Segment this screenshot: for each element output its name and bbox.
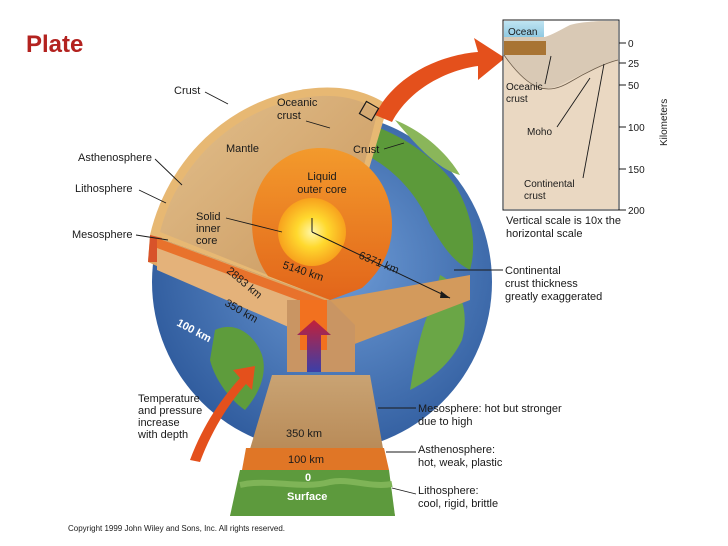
- leader-line: [556, 77, 591, 128]
- mantle-cut-face: [330, 275, 470, 345]
- depth-wedge: [230, 375, 395, 516]
- tick-label: 50: [628, 81, 640, 92]
- tick-label: 150: [628, 165, 645, 176]
- continent-shape: [210, 326, 264, 410]
- crust-inset: 0 25 50 100 150 200 Kilometers Ocean Oce…: [502, 19, 670, 240]
- mesosphere-face: [157, 238, 330, 345]
- leader-line: [544, 55, 552, 85]
- inset-moho-label: Moho: [527, 127, 552, 138]
- tick-label: 25: [628, 59, 640, 70]
- convection-arrow: [297, 320, 331, 372]
- inset-ocean: [504, 21, 544, 37]
- crust-label: Crust: [174, 85, 200, 97]
- globe: [148, 87, 492, 452]
- inset-moho-line: [503, 54, 619, 90]
- zoom-arrow: [375, 38, 505, 122]
- wedge-0-label: 0: [305, 472, 311, 484]
- asthenosphere-face: [157, 238, 330, 312]
- wedge-terrain: [239, 478, 393, 488]
- leader-line: [138, 189, 167, 204]
- lithosphere-label: Lithosphere: [75, 183, 133, 195]
- inset-oceanic-crust: [504, 41, 546, 55]
- wedge-100-label: 100 km: [288, 454, 324, 466]
- mesosphere-label: Mesosphere: [72, 229, 133, 241]
- wedge-surface-label: Surface: [287, 491, 327, 503]
- lithosphere-desc-label: Lithosphere:cool, rigid, brittle: [418, 485, 498, 510]
- wedge-asthenosphere: [242, 448, 389, 470]
- leader-line: [582, 63, 605, 179]
- asthenosphere-label: Asthenosphere: [78, 152, 152, 164]
- zoom-box: [358, 100, 380, 122]
- inset-ocean-label: Ocean: [508, 27, 537, 38]
- inset-continental-crust: [504, 21, 618, 89]
- tick-label: 200: [628, 206, 645, 217]
- leader-line: [225, 217, 283, 233]
- copyright-notice: Copyright 1999 John Wiley and Sons, Inc.…: [68, 524, 285, 533]
- continent-shape: [395, 120, 460, 175]
- wedge-350-label: 350 km: [286, 428, 322, 440]
- tick-label: 0: [628, 39, 634, 50]
- page-title: Plate: [26, 31, 83, 58]
- leader-line: [383, 142, 405, 150]
- axis-label: Kilometers: [659, 99, 670, 146]
- leader-line: [135, 234, 169, 241]
- leader-line: [305, 120, 331, 129]
- depth-arrow: [190, 366, 255, 462]
- asthenosphere-desc-label: Asthenosphere:hot, weak, plastic: [418, 444, 503, 469]
- crust-right-label: Crust: [353, 144, 379, 156]
- leader-line: [204, 91, 229, 105]
- earth-radius-line: [311, 231, 451, 299]
- radius-arrowhead: [440, 291, 450, 298]
- tick-label: 100: [628, 123, 645, 134]
- leader-line: [154, 158, 183, 186]
- mantle-label: Mantle: [226, 143, 259, 155]
- leader-line: [391, 487, 417, 495]
